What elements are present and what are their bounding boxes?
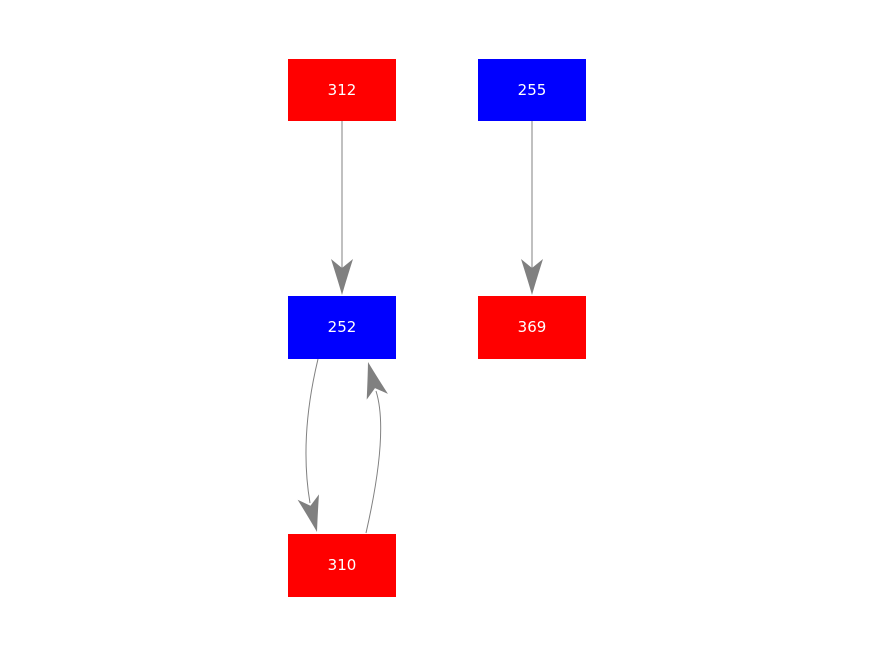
node-369[interactable]: 369 [478,296,586,359]
edge-252-310-line [305,358,319,504]
node-310[interactable]: 310 [288,534,396,597]
node-255-label: 255 [517,80,547,99]
node-255[interactable]: 255 [478,59,586,121]
edge-312-252-arrowhead-icon [331,259,353,295]
node-310-label: 310 [327,556,357,574]
edge-252-310-arrowhead-icon [297,494,319,532]
edge-310-252-arrowhead-icon [366,362,388,400]
edge-255-369-arrowhead-icon [521,259,543,295]
node-312-label: 312 [327,80,357,99]
node-369-label: 369 [517,318,547,336]
node-252[interactable]: 252 [288,296,396,359]
node-252-label: 252 [327,318,357,336]
node-312[interactable]: 312 [288,59,396,121]
edge-310-252-line [365,390,382,534]
